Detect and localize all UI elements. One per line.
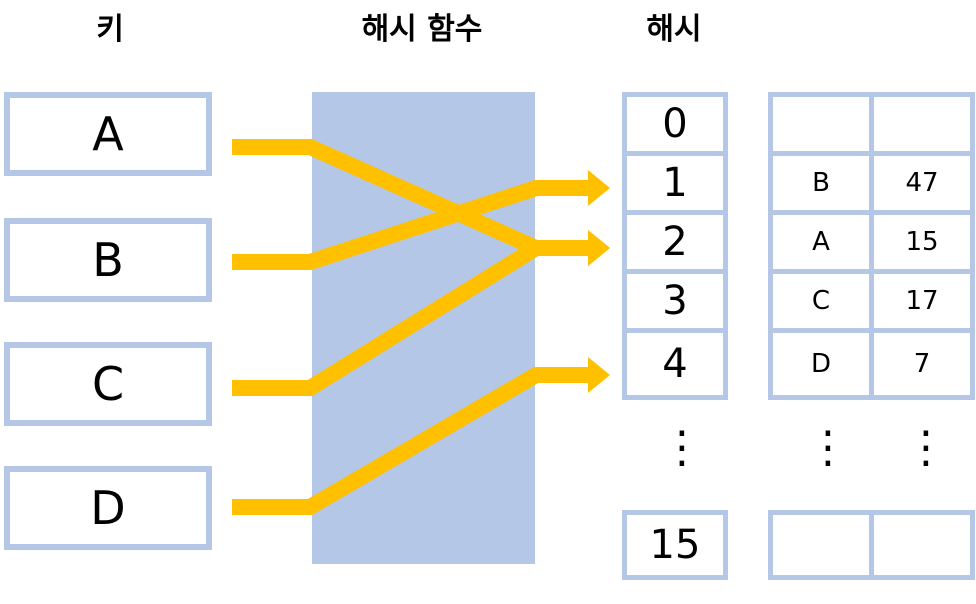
key-box-c: C (4, 342, 212, 426)
table-row-1-value: 47 (869, 151, 975, 215)
arrow-b-to-1 (232, 180, 592, 270)
key-box-d: D (4, 466, 212, 550)
table-row-4-value: 7 (869, 328, 975, 400)
table-row-2-key: A (768, 210, 874, 274)
arrowhead-d (588, 357, 610, 393)
hash-heading: 해시 (646, 12, 702, 47)
arrow-d-to-4 (232, 367, 592, 515)
hash-index-3: 3 (622, 269, 728, 333)
hash-function-heading: 해시 함수 (361, 12, 483, 47)
hash-index-4: 4 (622, 328, 728, 400)
arrow-c-to-2 (232, 240, 592, 396)
table-row-3-key: C (768, 269, 874, 333)
arrowhead-b (588, 170, 610, 206)
table-last-row-value (869, 510, 975, 580)
arrowhead-c (588, 230, 610, 266)
table-row-3-value: 17 (869, 269, 975, 333)
hash-index-15: 15 (622, 510, 728, 580)
keys-heading: 키 (96, 12, 124, 47)
table-row-0-value (869, 92, 975, 156)
key-box-b: B (4, 218, 212, 302)
table-row-2-value: 15 (869, 210, 975, 274)
key-box-a: A (4, 92, 212, 176)
